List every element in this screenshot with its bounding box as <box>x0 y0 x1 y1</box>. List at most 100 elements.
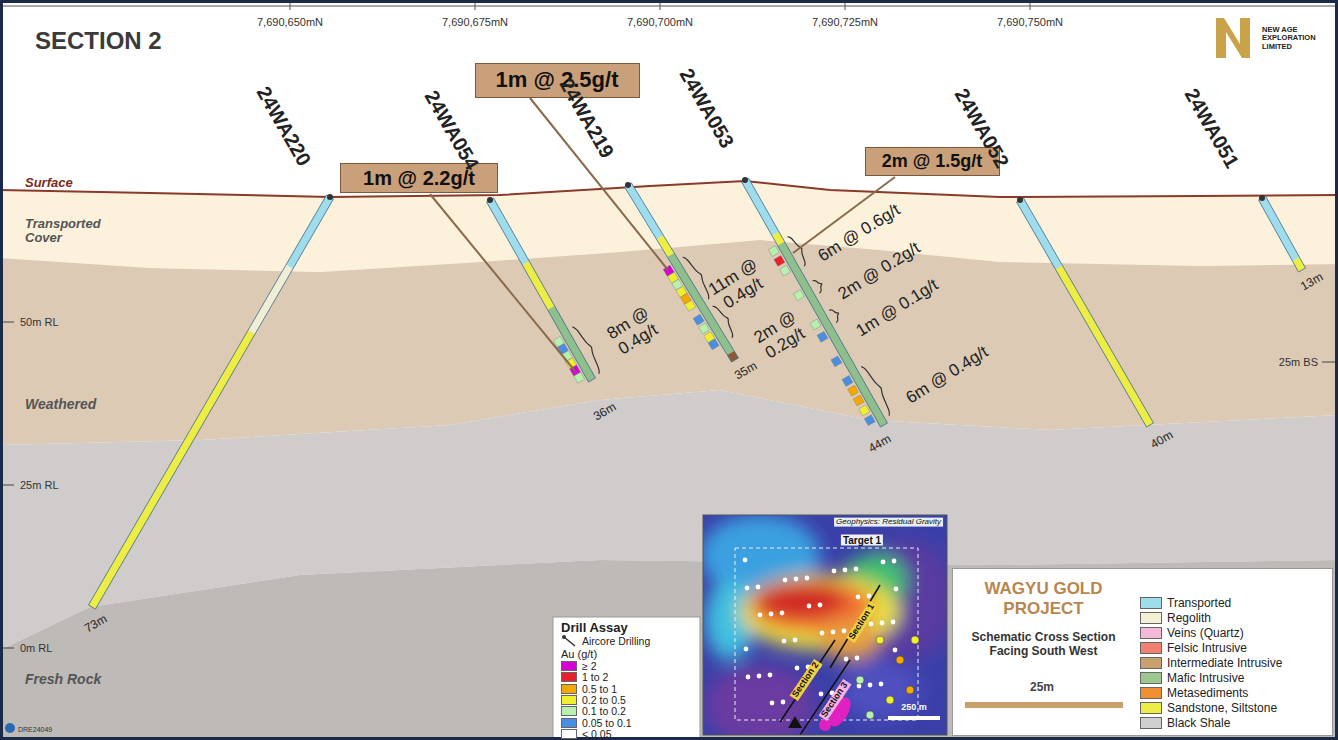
drill-collar <box>857 684 862 689</box>
section-title: SECTION 2 <box>35 28 162 54</box>
assay-dot <box>866 711 874 719</box>
legend-swatch <box>1140 642 1162 654</box>
aircore-icon-dot <box>562 635 566 639</box>
drill-collar <box>855 656 860 661</box>
drill-collar <box>844 657 849 662</box>
legend-text: 0.05 to 0.1 <box>582 717 632 729</box>
drill-collar <box>881 560 886 565</box>
assay-sample <box>708 339 719 350</box>
drill-collar <box>805 576 810 581</box>
assay-sample <box>831 356 842 367</box>
leader-line <box>430 194 575 371</box>
hole-segment <box>522 261 554 310</box>
hole-segment <box>1056 265 1154 427</box>
drill-collar <box>818 603 823 608</box>
hole-segment <box>1017 198 1063 270</box>
legend-item: 0.5 to 1 <box>561 683 617 695</box>
legend-text: 0.5 to 1 <box>582 683 617 695</box>
assay-sample <box>853 395 864 406</box>
legend-text: Mafic Intrusive <box>1167 671 1244 685</box>
collar-dot <box>742 177 748 183</box>
map-scale: 250 m <box>901 703 927 713</box>
drill-collar <box>856 595 861 600</box>
drill-collar <box>782 639 787 644</box>
legend-swatch <box>1140 687 1162 699</box>
drill-collar <box>854 567 859 572</box>
drill-collar <box>842 629 847 634</box>
northing: 7,690,725mN <box>812 16 878 28</box>
legend-text: Black Shale <box>1167 716 1230 730</box>
drill-collar <box>744 647 749 652</box>
drill-collar <box>758 613 763 618</box>
layer-name: Fresh Rock <box>25 672 101 687</box>
section-line <box>830 585 880 668</box>
interval-brace <box>813 281 822 294</box>
hole-segment <box>742 178 780 236</box>
drill-collar <box>807 604 812 609</box>
hole-outline <box>742 178 888 427</box>
hole-segment <box>727 351 738 362</box>
legend-swatch <box>561 695 577 705</box>
rl-label: 50m RL <box>20 316 59 328</box>
map-scale-bar <box>888 716 940 720</box>
drill-collar <box>869 622 874 627</box>
drill-collar <box>795 666 800 671</box>
drill-collar <box>867 594 872 599</box>
assay-dot <box>911 636 919 644</box>
legend-text: Regolith <box>1167 611 1211 625</box>
drill-collar <box>768 673 773 678</box>
drill-collar <box>820 631 825 636</box>
legend-item: < 0.05 <box>561 728 612 740</box>
layer-name: Surface <box>25 176 73 190</box>
drill-collar <box>746 675 751 680</box>
legend-text: Veins (Quartz) <box>1167 626 1244 640</box>
legend-text: 0.1 to 0.2 <box>582 705 626 717</box>
layer-name: Weathered <box>25 397 96 412</box>
hole-segment <box>1259 196 1300 261</box>
aircore-icon <box>561 635 577 647</box>
bs-label: 25m BS <box>1279 356 1318 368</box>
legend-swatch <box>1140 597 1162 609</box>
assay-dot <box>886 696 894 704</box>
fresh-rock-deep <box>0 560 1338 740</box>
assay-sample <box>574 372 585 383</box>
assay-sample <box>698 323 709 334</box>
legend-swatch <box>561 661 577 671</box>
legend-item: Sandstone, Siltstone <box>1140 701 1277 715</box>
hole-segment <box>248 265 293 335</box>
layer-name: Transported Cover <box>25 217 120 246</box>
rl-label: 25m RL <box>20 479 59 491</box>
legend-item: Felsic Intrusive <box>1140 641 1247 655</box>
surface-line <box>0 181 1338 197</box>
assay-dot <box>856 676 864 684</box>
legend-item: Regolith <box>1140 611 1211 625</box>
northing: 7,690,750mN <box>997 16 1063 28</box>
legend-item: 0.1 to 0.2 <box>561 705 626 717</box>
legend-swatch <box>1140 702 1162 714</box>
logo-mark <box>1216 18 1250 58</box>
legend-title: Drill Assay <box>561 621 628 635</box>
legend-swatch <box>1140 612 1162 624</box>
hole-segment <box>89 330 255 609</box>
collar-dot <box>1259 195 1265 201</box>
map-caption: Geophysics: Residual Gravity <box>834 518 943 527</box>
drill-collar <box>894 587 899 592</box>
section-note: Schematic Cross Section Facing South Wes… <box>961 630 1126 658</box>
legend-swatch <box>1140 627 1162 639</box>
legend-box <box>553 617 700 738</box>
assay-sample <box>848 385 859 396</box>
legend-swatch <box>1140 672 1162 684</box>
drill-collar <box>879 682 884 687</box>
interval-brace <box>683 257 709 299</box>
callout-text: 2m @ 1.5g/t <box>882 151 983 172</box>
hole-segment <box>286 195 333 269</box>
legend-text: Felsic Intrusive <box>1167 641 1247 655</box>
gravity-blob <box>754 582 846 618</box>
drawing-number: DRE24049 <box>18 726 52 734</box>
drill-collar <box>756 585 761 590</box>
assay-sample <box>774 255 785 266</box>
legend-swatch <box>561 729 577 739</box>
assay-sample <box>842 375 853 386</box>
assay-dot <box>876 636 884 644</box>
